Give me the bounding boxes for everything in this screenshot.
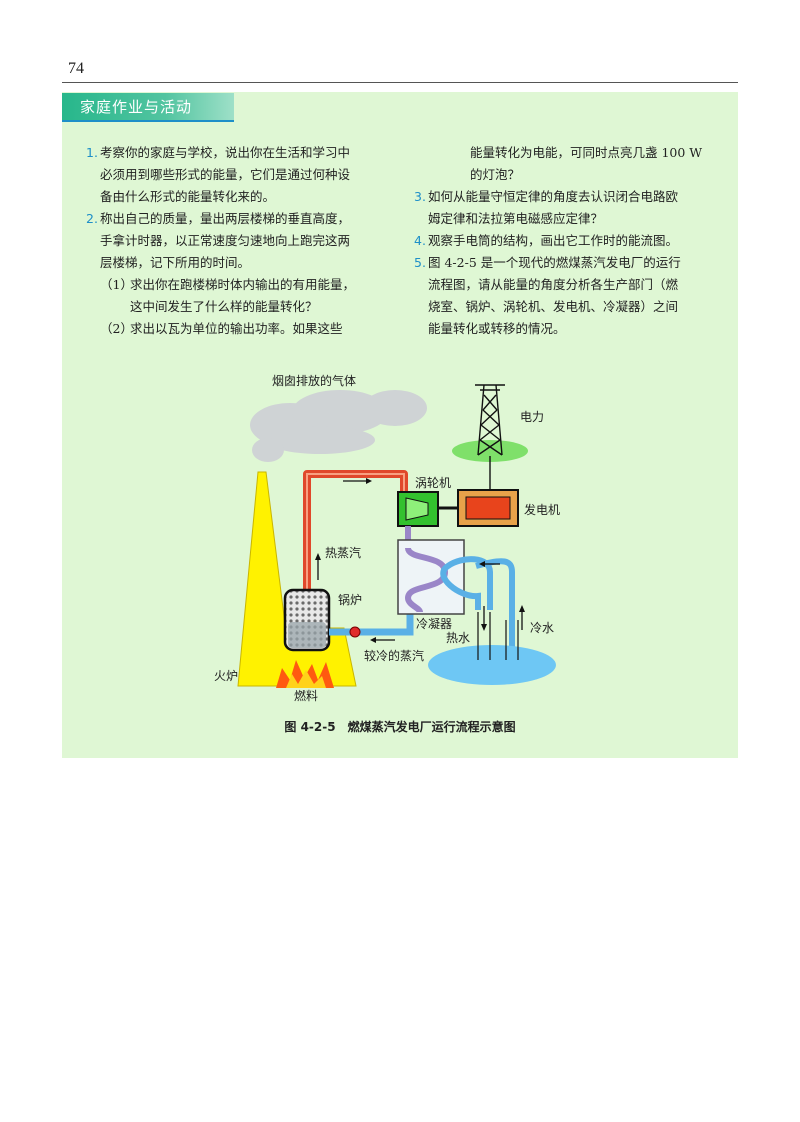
question-line: 求出以瓦为单位的输出功率。如果这些 <box>130 321 343 336</box>
question-line: 能量转化为电能，可同时点亮几盏 100 W <box>470 145 703 160</box>
label-smoke: 烟囱排放的气体 <box>272 373 356 388</box>
water-lake <box>428 645 556 685</box>
question-number: 5. <box>414 255 426 270</box>
left-column: 1. 考察你的家庭与学校，说出你在生活和学习中 必须用到哪些形式的能量，它们是通… <box>86 142 386 340</box>
smoke-cloud <box>250 390 427 462</box>
page-number: 74 <box>68 60 84 77</box>
question-number: 2. <box>86 211 98 226</box>
flow-arrow-down <box>481 606 487 631</box>
hot-steam-pipe <box>303 470 408 590</box>
question-number: 1. <box>86 145 98 160</box>
section-title: 家庭作业与活动 <box>80 98 193 116</box>
label-hot-steam: 热蒸汽 <box>325 545 361 560</box>
question-1: 1. 考察你的家庭与学校，说出你在生活和学习中 必须用到哪些形式的能量，它们是通… <box>86 142 386 208</box>
header-rule <box>62 82 738 83</box>
transmission-tower-icon <box>475 384 505 456</box>
subquestion-2-continuation: 能量转化为电能，可同时点亮几盏 100 W 的灯泡？ <box>414 142 724 186</box>
label-fuel: 燃料 <box>294 688 318 703</box>
question-number: 4. <box>414 233 426 248</box>
flow-arrow-up <box>315 553 321 580</box>
label-condenser: 冷凝器 <box>416 616 452 631</box>
section-banner <box>62 93 234 120</box>
flow-arrow-right <box>343 478 372 484</box>
question-2: 2. 称出自己的质量，量出两层楼梯的垂直高度， 手拿计时器，以正常速度匀速地向上… <box>86 208 386 274</box>
question-line: 图 4-2-5 是一个现代的燃煤蒸汽发电厂的运行 <box>428 255 681 270</box>
label-cold-water: 冷水 <box>530 621 554 635</box>
question-line: 这中间发生了什么样的能量转化？ <box>130 299 318 314</box>
question-line: 层楼梯，记下所用的时间。 <box>100 255 251 270</box>
question-line: 手拿计时器，以正常速度匀速地向上跑完这两 <box>100 233 351 248</box>
question-5: 5. 图 4-2-5 是一个现代的燃煤蒸汽发电厂的运行 流程图，请从能量的角度分… <box>414 252 724 340</box>
question-line: 必须用到哪些形式的能量，它们是通过何种设 <box>100 167 351 182</box>
question-line: 如何从能量守恒定律的角度去认识闭合电路欧 <box>428 189 679 204</box>
question-line: 称出自己的质量，量出两层楼梯的垂直高度， <box>100 211 351 226</box>
pump-icon <box>349 626 361 638</box>
figure-caption: 图 4-2-5 燃煤蒸汽发电厂运行流程示意图 <box>284 720 516 734</box>
grass-patch <box>452 440 528 462</box>
question-line: 能量转化或转移的情况。 <box>428 321 566 336</box>
question-line: 观察手电筒的结构，画出它工作时的能流图。 <box>428 233 679 248</box>
subquestion-number: （1） <box>100 277 133 292</box>
subquestion-number: （2） <box>100 321 133 336</box>
question-line: 考察你的家庭与学校，说出你在生活和学习中 <box>100 145 351 160</box>
label-cooler-steam: 较冷的蒸汽 <box>364 648 424 663</box>
right-column: 能量转化为电能，可同时点亮几盏 100 W 的灯泡？ 3. 如何从能量守恒定律的… <box>414 142 724 340</box>
question-line: 求出你在跑楼梯时体内输出的有用能量， <box>130 277 356 292</box>
question-line: 备由什么形式的能量转化来的。 <box>100 189 276 204</box>
question-line: 流程图，请从能量的角度分析各生产部门（燃 <box>428 277 679 292</box>
banner-underline <box>62 120 234 122</box>
question-line: 姆定律和法拉第电磁感应定律？ <box>428 211 604 226</box>
question-line: 的灯泡？ <box>470 167 521 182</box>
question-4: 4. 观察手电筒的结构，画出它工作时的能流图。 <box>414 230 724 252</box>
label-generator: 发电机 <box>524 502 560 517</box>
flow-arrow-up-2 <box>519 605 525 630</box>
label-boiler: 锅炉 <box>338 592 362 607</box>
question-line: 烧室、锅炉、涡轮机、发电机、冷凝器）之间 <box>428 299 679 314</box>
subquestion-2: （2） 求出以瓦为单位的输出功率。如果这些 <box>86 318 386 340</box>
subquestion-1: （1） 求出你在跑楼梯时体内输出的有用能量， 这中间发生了什么样的能量转化？ <box>86 274 386 318</box>
flow-arrow-left-2 <box>479 561 500 567</box>
question-3: 3. 如何从能量守恒定律的角度去认识闭合电路欧 姆定律和法拉第电磁感应定律？ <box>414 186 724 230</box>
condenser-coil <box>404 546 449 613</box>
question-number: 3. <box>414 189 426 204</box>
label-power: 电力 <box>520 410 544 424</box>
fire-icon <box>276 660 334 688</box>
label-hot-water: 热水 <box>446 631 470 645</box>
chimney <box>237 471 357 687</box>
label-turbine: 涡轮机 <box>415 476 451 490</box>
flow-arrow-left <box>370 637 395 643</box>
label-furnace: 火炉 <box>214 669 238 683</box>
